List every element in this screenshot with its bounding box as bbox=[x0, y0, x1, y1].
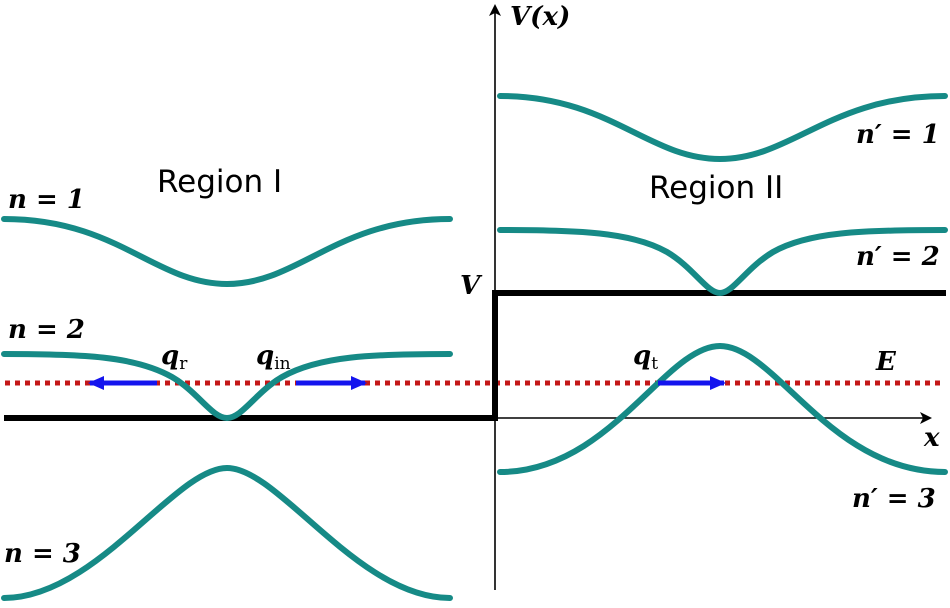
region-1-title: Region I bbox=[157, 164, 282, 200]
band-right-n1 bbox=[497, 93, 948, 163]
step-height-label: V bbox=[460, 271, 483, 301]
band-left-n1-label: n = 1 bbox=[8, 185, 85, 215]
band-right-n3 bbox=[497, 342, 948, 475]
region-2-title: Region II bbox=[649, 170, 783, 206]
band-right-n1-label: n′ = 1 bbox=[856, 120, 940, 150]
band-left-n3-label: n = 3 bbox=[4, 539, 81, 569]
band-left-n2-label: n = 2 bbox=[8, 315, 85, 345]
band-right-n2-label: n′ = 2 bbox=[856, 242, 940, 272]
transmitted-wavevector-label: qt bbox=[633, 341, 658, 374]
band-right-n2 bbox=[497, 227, 948, 297]
x-axis-label: x bbox=[923, 423, 940, 453]
y-axis-label: V(x) bbox=[510, 2, 570, 32]
energy-label: E bbox=[875, 347, 897, 377]
step-potential bbox=[4, 290, 946, 421]
band-left-n2 bbox=[1, 351, 453, 422]
reflected-wavevector-label: qr bbox=[161, 341, 188, 374]
incident-wavevector-label: qin bbox=[256, 341, 291, 374]
band-right-n3-label: n′ = 3 bbox=[852, 484, 936, 514]
band-left-n3 bbox=[1, 464, 453, 601]
band-left-n1 bbox=[1, 216, 453, 288]
